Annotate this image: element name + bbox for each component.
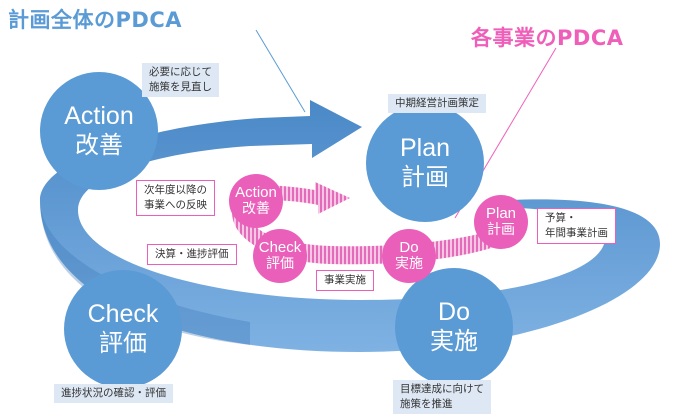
note-action-review-line1: 必要に応じて — [149, 66, 212, 78]
overall-pdca-title: 計画全体のPDCA — [8, 8, 182, 32]
note-do-goal-line2: 施策を推進 — [400, 398, 453, 410]
big-cycle-ring — [40, 100, 660, 352]
small-check-label-jp: 評価 — [266, 256, 294, 272]
note-small-action-reflect-line1: 次年度以降の — [144, 184, 207, 196]
note-action-review: 必要に応じて 施策を見直し — [142, 63, 219, 97]
note-small-do-exec-text: 事業実施 — [324, 274, 366, 286]
note-small-plan-budget: 予算・ 年間事業計画 — [537, 208, 616, 244]
big-plan-label-jp: 計画 — [401, 163, 449, 191]
small-action-circle: Action 改善 — [229, 174, 283, 228]
note-do-goal-line1: 目標達成に向けて — [400, 383, 484, 395]
big-plan-label-en: Plan — [399, 134, 451, 162]
business-pdca-title: 各事業のPDCA — [471, 26, 624, 50]
note-small-action-reflect: 次年度以降の 事業への反映 — [136, 180, 215, 216]
small-do-label-en: Do — [399, 239, 419, 256]
big-check-circle: Check 評価 — [64, 270, 182, 388]
big-action-label-en: Action — [64, 102, 134, 130]
small-action-label-jp: 改善 — [242, 201, 270, 217]
small-check-label-en: Check — [258, 239, 302, 256]
small-do-circle: Do 実施 — [382, 229, 436, 283]
note-small-check-settle: 決算・進捗評価 — [147, 244, 237, 265]
note-small-plan-budget-line2: 年間事業計画 — [545, 227, 608, 239]
note-small-check-settle-text: 決算・進捗評価 — [155, 248, 229, 260]
big-action-label-jp: 改善 — [75, 131, 123, 159]
small-plan-label-jp: 計画 — [487, 222, 515, 238]
big-do-label-en: Do — [438, 298, 470, 326]
note-plan-midterm: 中期経営計画策定 — [388, 94, 486, 113]
note-small-action-reflect-line2: 事業への反映 — [144, 199, 207, 211]
note-check-progress-text: 進捗状況の確認・評価 — [61, 387, 166, 399]
note-small-do-exec: 事業実施 — [316, 270, 374, 291]
big-plan-circle: Plan 計画 — [366, 104, 484, 222]
note-check-progress: 進捗状況の確認・評価 — [54, 384, 173, 403]
big-action-circle: Action 改善 — [40, 72, 158, 190]
big-check-label-en: Check — [87, 300, 159, 328]
big-check-label-jp: 評価 — [99, 329, 147, 357]
note-do-goal: 目標達成に向けて 施策を推進 — [393, 380, 491, 414]
note-small-plan-budget-line1: 予算・ — [545, 212, 577, 224]
small-plan-label-en: Plan — [485, 205, 517, 222]
big-do-label-jp: 実施 — [430, 327, 478, 355]
big-do-circle: Do 実施 — [395, 268, 513, 386]
small-check-circle: Check 評価 — [253, 229, 307, 283]
leader-line-overall — [255, 29, 306, 113]
small-plan-circle: Plan 計画 — [474, 195, 528, 249]
small-do-label-jp: 実施 — [395, 256, 423, 272]
small-action-label-en: Action — [235, 184, 277, 201]
note-plan-midterm-text: 中期経営計画策定 — [395, 97, 479, 109]
note-action-review-line2: 施策を見直し — [149, 81, 212, 93]
